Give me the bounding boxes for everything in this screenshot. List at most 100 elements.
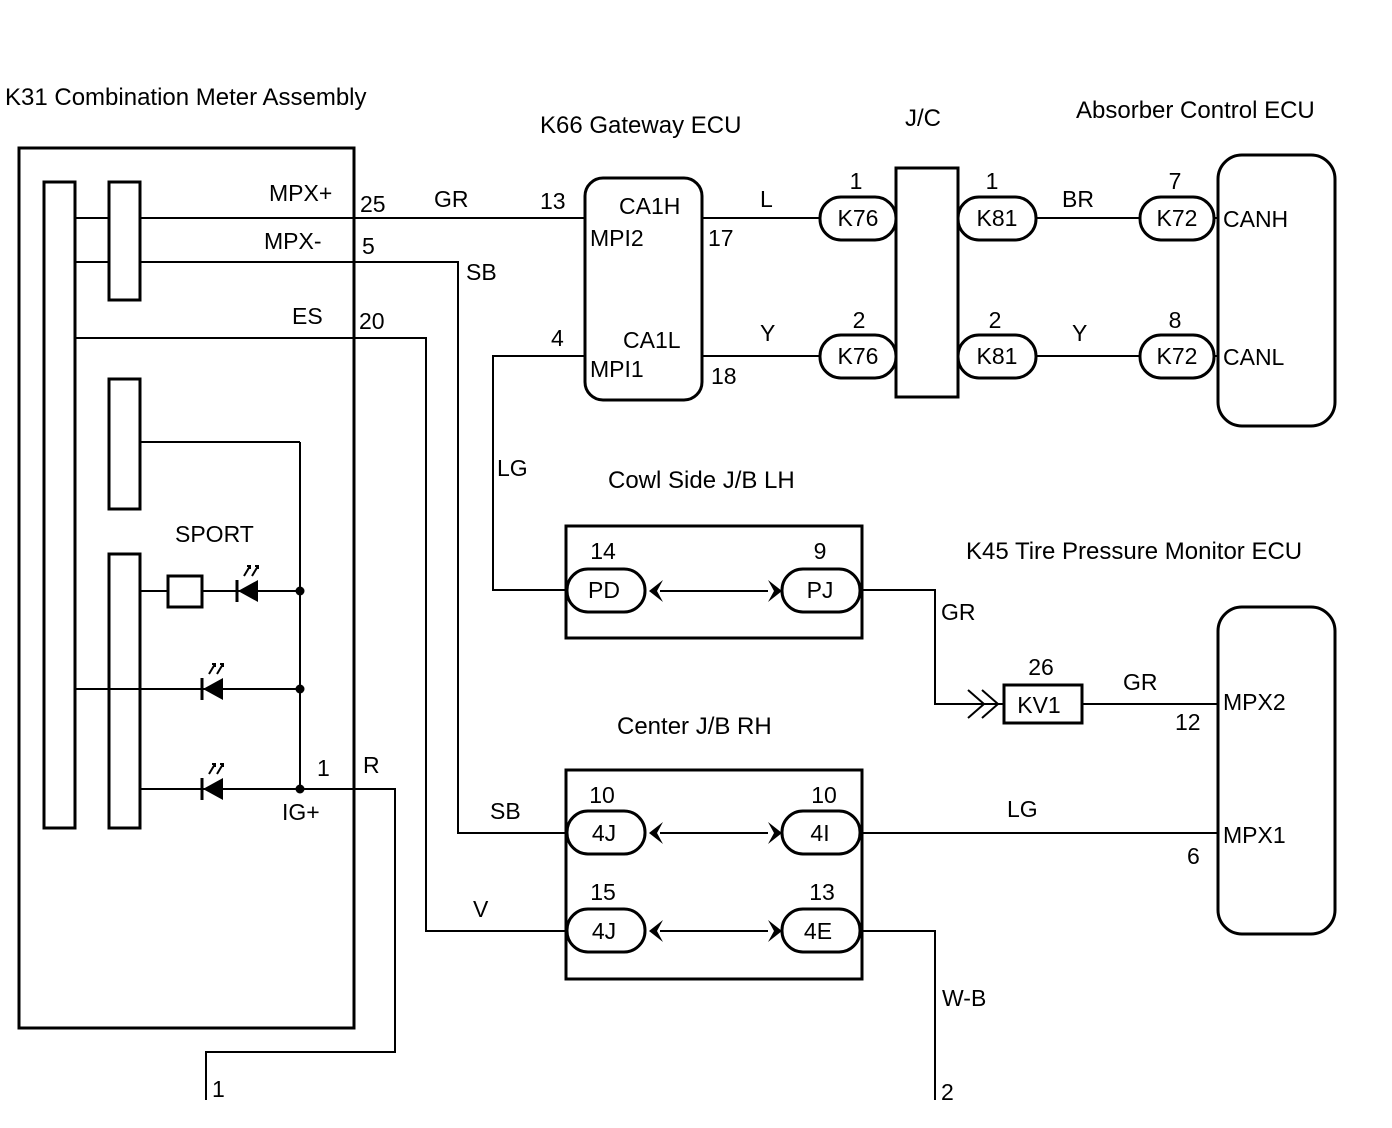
connector-pd-pin: 14 [590, 538, 616, 564]
meter-title: K31 Combination Meter Assembly [5, 84, 367, 111]
connector-k72-8-pin: 8 [1169, 307, 1182, 333]
meter-bus-bar [42, 180, 77, 830]
connector-pj-code: PJ [807, 577, 834, 603]
wire-color-l: L [760, 186, 773, 212]
connector-pj-pin: 9 [814, 538, 827, 564]
connector-4i-10 [780, 809, 862, 856]
connector-4j-10 [565, 809, 647, 856]
wires [205, 217, 1218, 1100]
connector-pd [565, 567, 647, 614]
gateway-term-mpi1: MPI1 [590, 356, 644, 382]
connector-k81-1-pin: 1 [986, 168, 999, 194]
gateway-ecu: CA1H MPI2 CA1L MPI1 13 17 4 18 [540, 176, 737, 402]
meter-pin-25: 25 [360, 191, 386, 217]
meter-block-indicators [107, 552, 142, 830]
meter-term-sport: SPORT [175, 521, 254, 547]
connector-k81-1-code: K81 [977, 205, 1018, 231]
gateway-term-ca1l: CA1L [623, 327, 681, 353]
wire-color-br: BR [1062, 186, 1094, 212]
connector-4e-13-code: 4E [804, 918, 832, 944]
connector-kv1: KV1 26 [967, 654, 1084, 725]
connector-kv1-box [1002, 683, 1084, 725]
connector-k76-2: K76 2 [818, 307, 898, 380]
tpms-term-mpx1: MPX1 [1223, 822, 1286, 848]
wire-color-v: V [473, 896, 489, 922]
connector-k72-8: K72 8 [1138, 307, 1216, 380]
absorber-term-canh: CANH [1223, 206, 1288, 232]
wire-color-gr: GR [941, 599, 976, 625]
connector-k81-2-code: K81 [977, 343, 1018, 369]
connector-arrow-icon [967, 689, 1000, 719]
led-icon [200, 763, 224, 800]
connector-4i-10-code: 4I [810, 820, 829, 846]
connector-k72-7-code: K72 [1157, 205, 1198, 231]
wire-color-sb: SB [466, 259, 497, 285]
wire-color-gr: GR [434, 186, 469, 212]
gateway-term-ca1h: CA1H [619, 193, 680, 219]
connector-pj [780, 567, 862, 614]
connector-4j-10-pin: 10 [589, 782, 615, 808]
tpms-pin-6: 6 [1187, 843, 1200, 869]
wire-color-y: Y [1072, 320, 1087, 346]
connector-4j-10-code: 4J [592, 820, 616, 846]
connector-4j-15-code: 4J [592, 918, 616, 944]
connector-k72-7: K72 7 [1138, 168, 1216, 242]
connector-k76-1-code: K76 [838, 205, 879, 231]
led-icon [235, 565, 259, 602]
meter-term-es: ES [292, 303, 323, 329]
tpms-term-mpx2: MPX2 [1223, 689, 1286, 715]
continuation-2: 2 [941, 1079, 954, 1105]
combination-meter: MPX+ MPX- ES IG+ SPORT 25 5 20 1 [17, 146, 386, 1030]
sport-switch-box [166, 574, 204, 609]
wire-color-sb: SB [490, 798, 521, 824]
gateway-pin-4: 4 [551, 325, 564, 351]
connector-k76-2-code: K76 [838, 343, 879, 369]
center-jb-title: Center J/B RH [617, 713, 772, 740]
wire-color-lg: LG [497, 455, 528, 481]
wire-color-lg: LG [1007, 796, 1038, 822]
gateway-title: K66 Gateway ECU [540, 112, 741, 139]
meter-term-mpx-plus: MPX+ [269, 180, 332, 206]
meter-block-mpx [107, 180, 142, 302]
gateway-pin-17: 17 [708, 225, 734, 251]
connector-k72-7-pin: 7 [1169, 168, 1182, 194]
gateway-outline [583, 176, 704, 402]
tire-pressure-monitor-ecu: MPX2 MPX1 12 6 [1175, 605, 1337, 936]
cowl-jb-title: Cowl Side J/B LH [608, 467, 795, 494]
connector-k72-8-code: K72 [1157, 343, 1198, 369]
absorber-title: Absorber Control ECU [1076, 97, 1315, 124]
meter-block-mid [107, 377, 142, 511]
cowl-side-jb: PD 14 PJ 9 [564, 524, 864, 640]
connector-k81-2-pin: 2 [989, 307, 1002, 333]
gateway-pin-13: 13 [540, 188, 566, 214]
meter-term-mpx-minus: MPX- [264, 228, 322, 254]
connector-pd-code: PD [588, 577, 620, 603]
absorber-outline [1216, 153, 1337, 428]
wire-color-gr: GR [1123, 669, 1158, 695]
connector-4i-10-pin: 10 [811, 782, 837, 808]
meter-pin-5: 5 [362, 233, 375, 259]
center-jb: 4J 10 4I 10 4J 15 4E 13 [564, 768, 864, 981]
connector-4j-15 [565, 907, 647, 954]
connector-k76-1: K76 1 [818, 168, 898, 242]
connector-k76-1-pin: 1 [850, 168, 863, 194]
meter-pin-1: 1 [317, 755, 330, 781]
tpms-outline [1216, 605, 1337, 936]
wire-color-wb: W-B [942, 985, 986, 1011]
connector-4j-15-pin: 15 [590, 879, 616, 905]
connector-4e-13-pin: 13 [809, 879, 835, 905]
continuation-1: 1 [212, 1076, 225, 1102]
meter-term-igp: IG+ [282, 799, 320, 825]
connector-kv1-pin: 26 [1028, 654, 1054, 680]
wire-color-y: Y [760, 320, 775, 346]
connector-kv1-code: KV1 [1017, 692, 1060, 718]
connector-k81-2: K81 2 [956, 307, 1038, 380]
led-icon [200, 663, 224, 700]
connector-k76-2-pin: 2 [853, 307, 866, 333]
tpms-title: K45 Tire Pressure Monitor ECU [966, 538, 1302, 565]
absorber-control-ecu: CANH CANL [1216, 153, 1337, 428]
wire-color-r: R [363, 752, 380, 778]
gateway-term-mpi2: MPI2 [590, 225, 644, 251]
connector-k81-1: K81 1 [956, 168, 1038, 242]
